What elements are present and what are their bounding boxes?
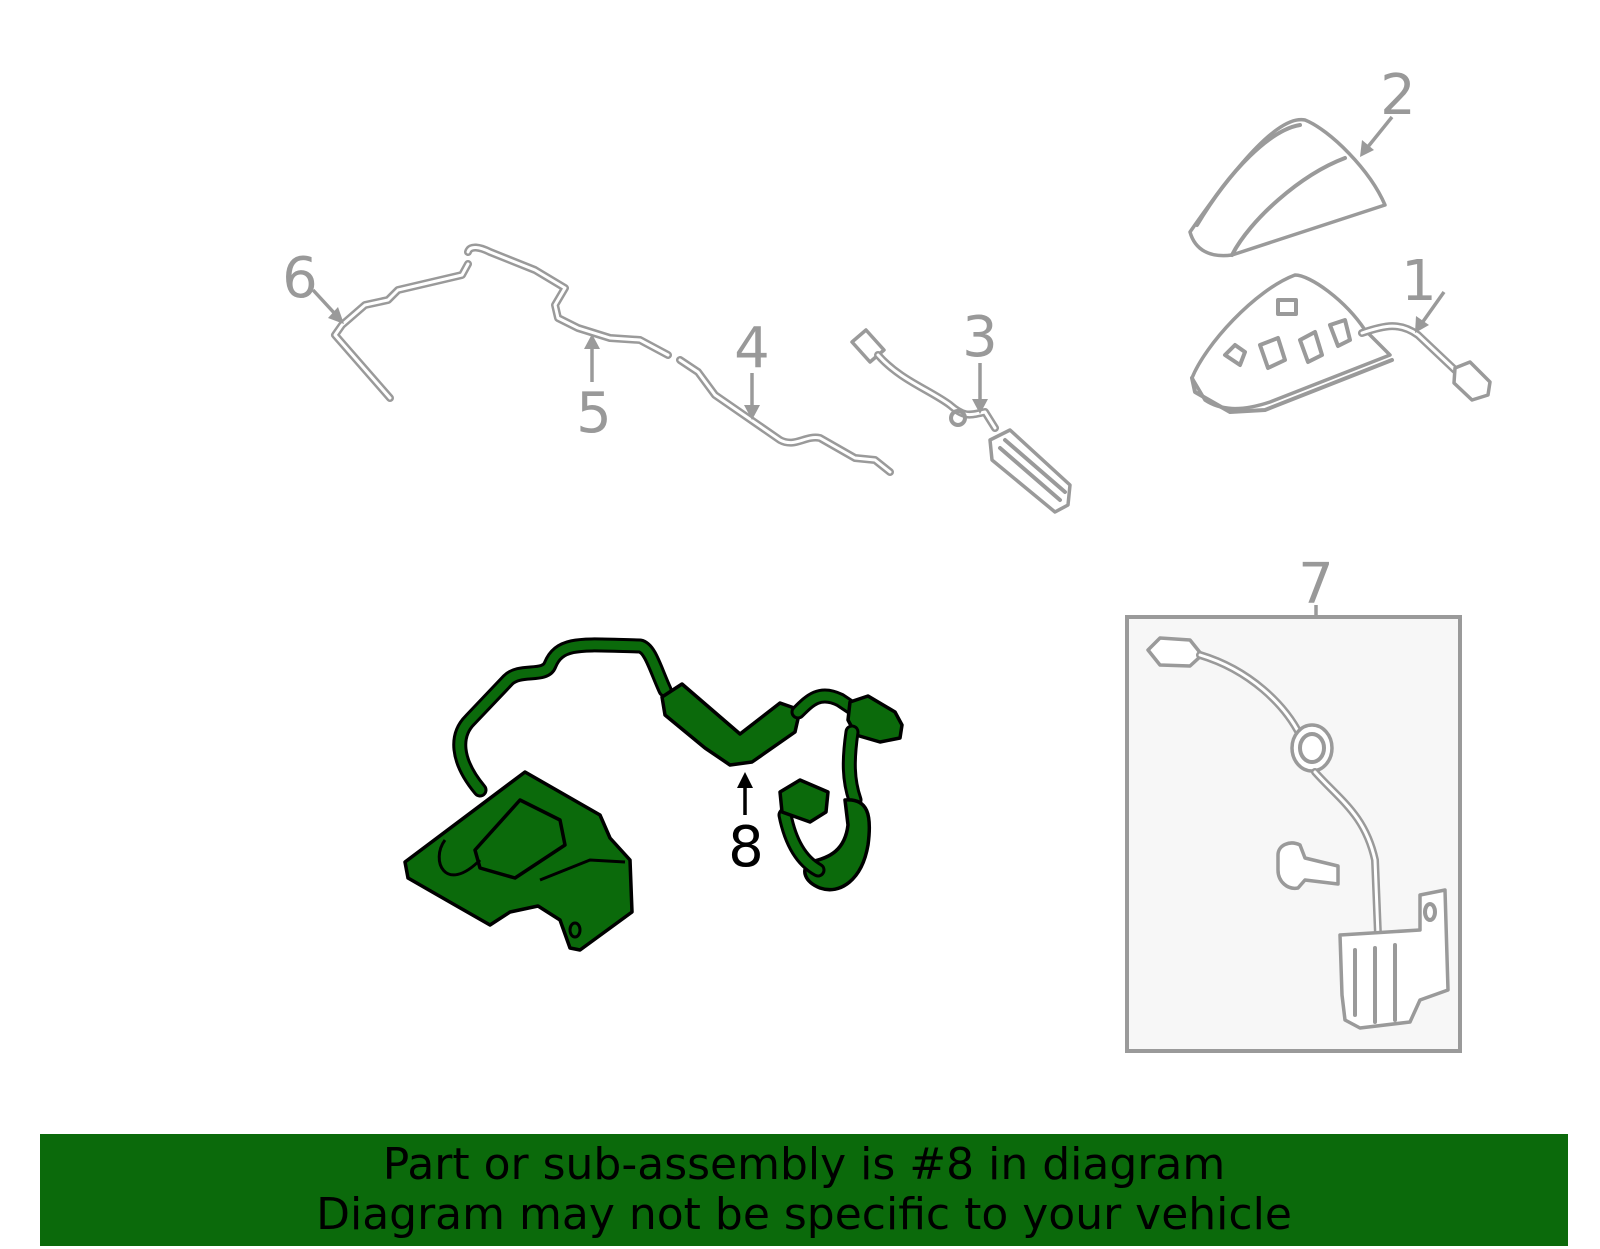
part-5-tube [464, 243, 672, 359]
part-1-antenna-base [1190, 273, 1492, 414]
part-6-tube [331, 260, 472, 402]
callout-8: 8 [728, 815, 764, 880]
callout-4: 4 [734, 316, 770, 381]
callout-6: 6 [282, 246, 318, 311]
part-2-antenna-cover [1188, 117, 1387, 258]
leader-lines [311, 115, 1446, 815]
part-4-tube [676, 356, 894, 476]
callout-2: 2 [1380, 63, 1416, 128]
callout-1: 1 [1401, 249, 1437, 314]
callout-7: 7 [1298, 552, 1334, 617]
info-banner: Part or sub-assembly is #8 in diagram Di… [40, 1134, 1568, 1246]
part-3-cable [850, 328, 1072, 514]
banner-line-part: Part or sub-assembly is #8 in diagram [382, 1139, 1226, 1190]
callout-3: 3 [962, 305, 998, 370]
part-8-harness [403, 637, 904, 952]
banner-line-disclaimer: Diagram may not be specific to your vehi… [316, 1189, 1292, 1240]
part-7-assembly-box [1125, 615, 1462, 1053]
callout-5: 5 [576, 381, 612, 446]
